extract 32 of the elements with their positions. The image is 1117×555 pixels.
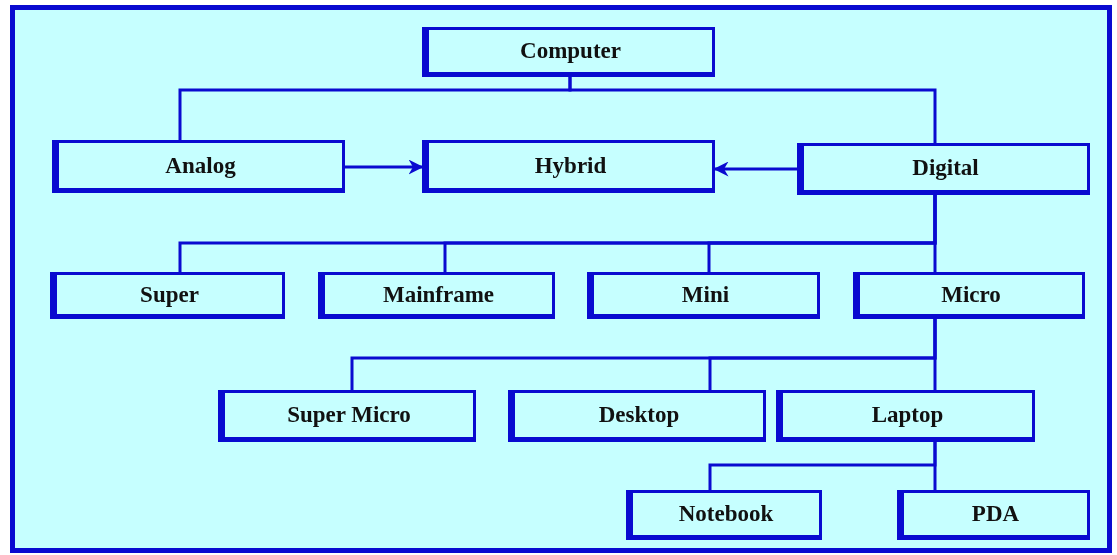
connector-line xyxy=(933,442,937,490)
node-label: Super xyxy=(140,281,199,308)
node-label: Desktop xyxy=(598,402,680,428)
arrow xyxy=(713,161,797,177)
connector-line xyxy=(933,195,937,272)
category-box xyxy=(422,27,715,77)
node-label: Hybrid xyxy=(534,152,607,179)
category-box xyxy=(318,272,555,319)
node-label: Computer xyxy=(520,38,621,64)
category-box xyxy=(52,140,345,193)
category-box xyxy=(50,272,285,319)
node-label: Notebook xyxy=(678,501,774,527)
node-label: Mainframe xyxy=(382,281,495,308)
arrow xyxy=(345,159,424,175)
category-box xyxy=(626,490,822,540)
category-box xyxy=(218,390,476,442)
node-label: Micro xyxy=(941,281,1001,308)
node-label: Digital xyxy=(912,155,979,181)
category-box xyxy=(797,143,1090,195)
node-label: Analog xyxy=(165,152,236,179)
connector-line xyxy=(568,77,937,143)
category-box xyxy=(508,390,766,442)
node-label: Mini xyxy=(681,281,730,308)
category-box xyxy=(587,272,820,319)
node-label: PDA xyxy=(971,501,1020,527)
connector-line xyxy=(933,319,937,390)
category-box xyxy=(776,390,1035,442)
category-box xyxy=(422,140,715,193)
node-label: Laptop xyxy=(871,402,944,428)
category-box xyxy=(897,490,1090,540)
node-label: Super Micro xyxy=(287,402,411,428)
category-box xyxy=(853,272,1085,319)
